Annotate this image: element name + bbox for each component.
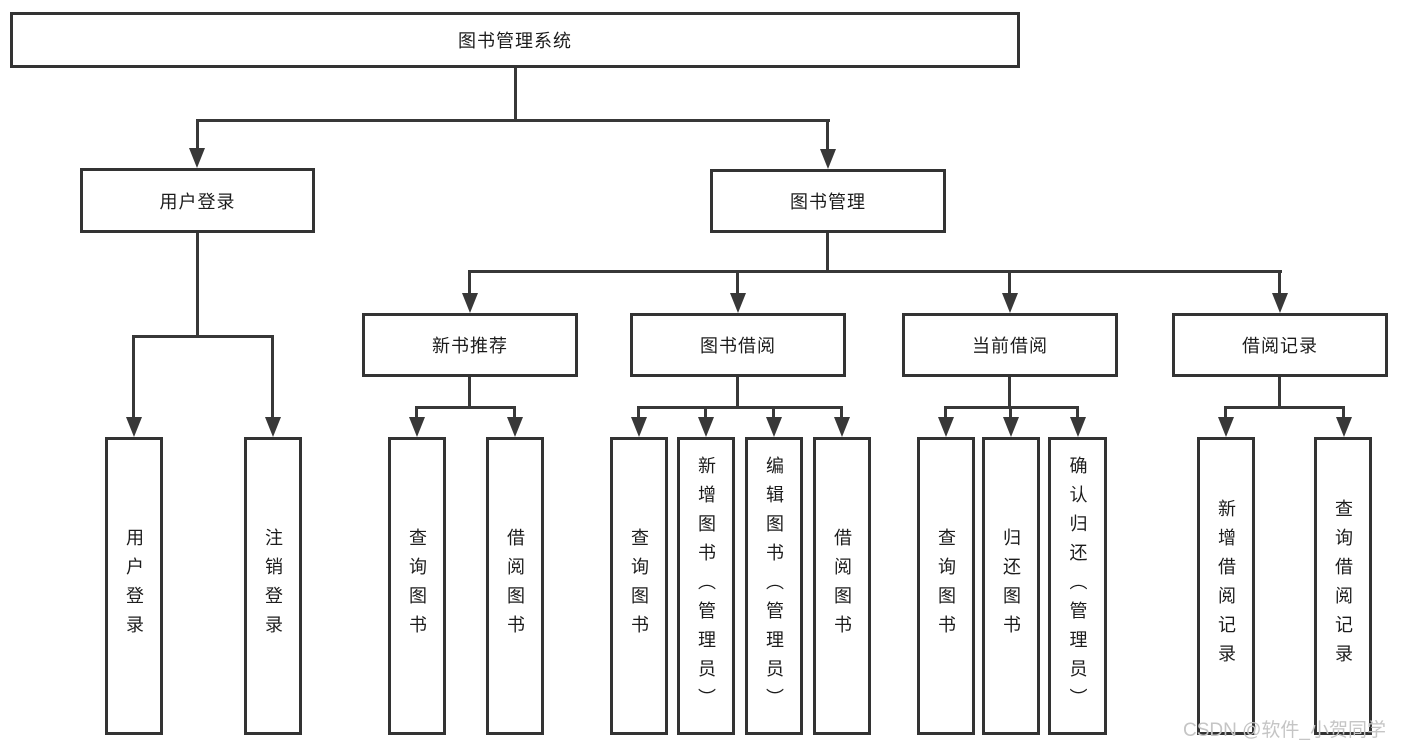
node-book-borrow: 图书借阅 [630, 313, 846, 377]
node-borrow-records: 借阅记录 [1172, 313, 1388, 377]
connector-line [1009, 406, 1012, 417]
connector-line [637, 406, 640, 417]
node-new-book-recommend: 新书推荐 [362, 313, 578, 377]
arrow-down-icon [265, 417, 281, 437]
connector-line [196, 233, 199, 336]
arrow-down-icon [698, 417, 714, 437]
connector-line [196, 119, 830, 122]
node-label: 查询借阅记录 [1333, 499, 1353, 673]
arrow-down-icon [1336, 417, 1352, 437]
arrow-down-icon [126, 417, 142, 437]
connector-line [1342, 406, 1345, 417]
node-label: 编辑图书（管理员） [764, 455, 784, 717]
arrow-down-icon [1003, 417, 1019, 437]
connector-line [468, 270, 1282, 273]
node-label: 图书管理系统 [458, 31, 572, 51]
csdn-watermark: CSDN @软件_小贺同学 [1183, 720, 1386, 741]
connector-line [468, 270, 471, 293]
node-label: 归还图书 [1001, 528, 1021, 644]
connector-line [826, 233, 829, 273]
leaf-return-books: 归还图书 [982, 437, 1040, 735]
leaf-query-books-borrow: 查询图书 [610, 437, 668, 735]
node-label: 当前借阅 [972, 336, 1048, 356]
node-label: 新书推荐 [432, 336, 508, 356]
connector-line [1008, 377, 1011, 408]
arrow-down-icon [820, 149, 836, 169]
arrow-down-icon [631, 417, 647, 437]
leaf-add-books-admin: 新增图书（管理员） [677, 437, 735, 735]
leaf-logout: 注销登录 [244, 437, 302, 735]
arrow-down-icon [1272, 293, 1288, 313]
node-label: 图书管理 [790, 192, 866, 212]
connector-line [704, 406, 707, 417]
node-label: 新增借阅记录 [1216, 499, 1236, 673]
arrow-down-icon [409, 417, 425, 437]
connector-line [736, 377, 739, 408]
connector-line [514, 68, 517, 120]
node-label: 用户登录 [159, 191, 236, 212]
connector-line [132, 335, 274, 338]
connector-line [1224, 406, 1227, 417]
connector-line [415, 406, 418, 417]
leaf-borrow-books-recommend: 借阅图书 [486, 437, 544, 735]
node-label: 查询图书 [629, 528, 649, 644]
connector-line [513, 406, 516, 417]
node-user-login-branch: 用户登录 [80, 168, 315, 233]
connector-line [772, 406, 775, 417]
connector-line [1008, 270, 1011, 293]
arrow-down-icon [1218, 417, 1234, 437]
leaf-add-borrow-record: 新增借阅记录 [1197, 437, 1255, 735]
leaf-confirm-return-admin: 确认归还（管理员） [1048, 437, 1107, 735]
connector-line [415, 406, 516, 409]
arrow-down-icon [462, 293, 478, 313]
leaf-query-borrow-record: 查询借阅记录 [1314, 437, 1372, 735]
arrow-down-icon [730, 293, 746, 313]
connector-line [196, 119, 199, 149]
connector-line [637, 406, 843, 409]
node-label: 借阅图书 [505, 528, 525, 644]
arrow-down-icon [938, 417, 954, 437]
node-label: 查询图书 [936, 528, 956, 644]
arrow-down-icon [766, 417, 782, 437]
arrow-down-icon [507, 417, 523, 437]
connector-line [132, 335, 135, 417]
connector-line [826, 119, 829, 150]
leaf-user-login: 用户登录 [105, 437, 163, 735]
connector-line [736, 270, 739, 293]
node-book-management: 图书管理 [710, 169, 946, 233]
leaf-query-books-current: 查询图书 [917, 437, 975, 735]
arrow-down-icon [834, 417, 850, 437]
node-label: 确认归还（管理员） [1067, 455, 1088, 717]
arrow-down-icon [1070, 417, 1086, 437]
node-label: 借阅图书 [832, 528, 852, 644]
leaf-query-books-recommend: 查询图书 [388, 437, 446, 735]
connector-line [1224, 406, 1345, 409]
node-label: 用户登录 [124, 528, 144, 644]
node-current-borrow: 当前借阅 [902, 313, 1118, 377]
connector-line [1278, 270, 1281, 293]
arrow-down-icon [189, 148, 205, 168]
leaf-borrow-books: 借阅图书 [813, 437, 871, 735]
node-label: 图书借阅 [700, 336, 776, 356]
connector-line [1076, 406, 1079, 417]
node-label: 注销登录 [263, 528, 283, 644]
connector-line [271, 335, 274, 417]
node-label: 借阅记录 [1242, 336, 1318, 356]
leaf-edit-books-admin: 编辑图书（管理员） [745, 437, 803, 735]
connector-line [468, 377, 471, 408]
connector-line [840, 406, 843, 417]
node-library-system: 图书管理系统 [10, 12, 1020, 68]
node-label: 新增图书（管理员） [696, 455, 716, 717]
connector-line [1278, 377, 1281, 408]
node-label: 查询图书 [407, 528, 427, 644]
connector-line [944, 406, 947, 417]
arrow-down-icon [1002, 293, 1018, 313]
